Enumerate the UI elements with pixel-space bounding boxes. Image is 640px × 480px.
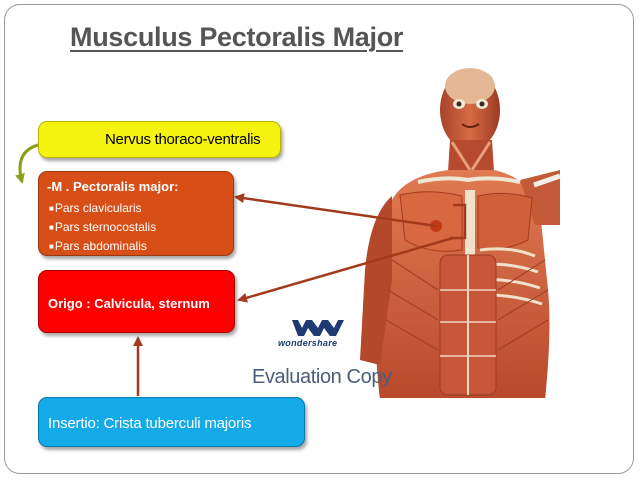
watermark-logo-text: wondershare <box>278 338 338 348</box>
nerve-label: Nervus thoraco-ventralis <box>105 131 261 148</box>
list-item: ■Pars clavicularis <box>49 201 142 215</box>
arrow-to-muscle <box>234 193 437 228</box>
pectoral-bracket <box>450 203 467 240</box>
list-item: ■Pars sternocostalis <box>49 220 157 234</box>
origo-label: Origo : Calvicula, sternum <box>48 296 210 311</box>
nerve-box: Nervus thoraco-ventralis <box>38 121 281 158</box>
wondershare-logo-icon <box>292 320 344 336</box>
muscle-box: -M . Pectoralis major: ■Pars claviculari… <box>38 171 234 256</box>
muscle-parts-list: ■Pars clavicularis ■Pars sternocostalis … <box>49 199 156 256</box>
list-item: ■Pars abdominalis <box>49 239 147 253</box>
curved-arrow-nerve-to-muscle <box>15 143 39 184</box>
watermark-text: Evaluation Copy <box>252 366 392 388</box>
insertio-box: Insertio: Crista tuberculi majoris <box>38 397 305 447</box>
muscle-heading: -M . Pectoralis major: <box>47 179 179 194</box>
arrow-to-origo <box>237 236 454 303</box>
origo-box: Origo : Calvicula, sternum <box>38 270 235 333</box>
insertio-label: Insertio: Crista tuberculi majoris <box>48 415 252 432</box>
torso-figure <box>350 68 561 408</box>
slide-title: Musculus Pectoralis Major <box>70 22 404 52</box>
